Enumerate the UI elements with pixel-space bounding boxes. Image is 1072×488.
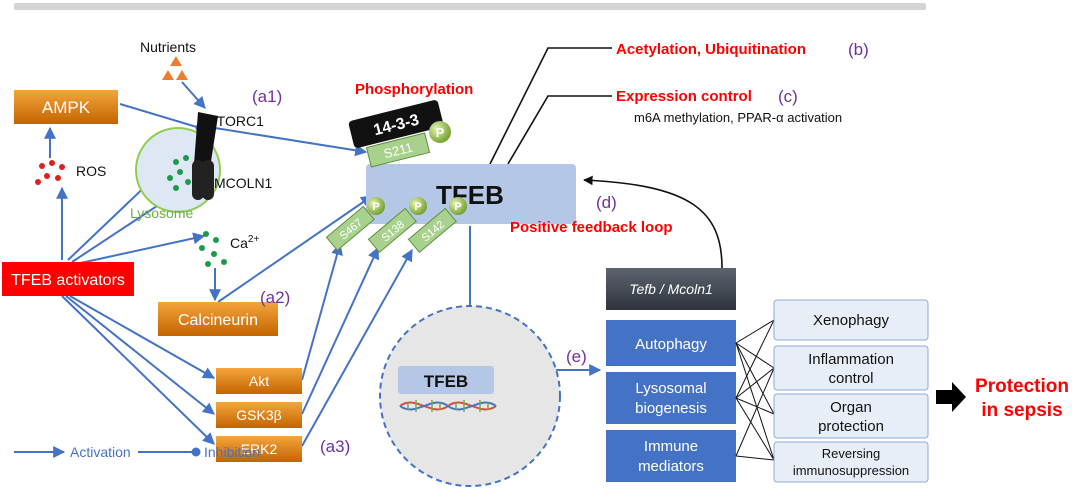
phosphate-s211 [429,121,451,143]
dna-helix [399,400,497,412]
tfeb-activators-label: TFEB activators [11,272,125,289]
calcineurin-label: Calcineurin [178,312,258,329]
tefb-mcoln1-label: Tefb / Mcoln1 [629,281,713,297]
mtorc1-label: mTORC1 [205,113,264,129]
lysosomal-biogenesis-line1: Lysosomal [635,380,706,397]
reversing-immunosuppression-line1: Reversing [822,446,881,461]
inflammation-control-line2: control [828,370,873,387]
erk2-box [216,436,302,462]
immune-mediators-line2: mediators [638,458,704,475]
phosphate-s142 [449,197,467,215]
protection-arrow [936,382,966,412]
xenophagy-box [773,299,929,341]
phosphate-s211-label: P [436,125,445,140]
mcoln1-channel-right [202,160,214,200]
mcoln1-label: MCOLN1 [214,175,273,191]
akt-label: Akt [249,373,269,389]
reversing-immunosuppression-box [773,441,929,483]
protection-line1: Protection [975,376,1069,397]
top-bar [14,3,926,10]
phosphorylation-label: Phosphorylation [355,81,473,98]
calcium-label: Ca2+ [230,234,259,251]
expression-control-label: Expression control [616,88,752,105]
tag-a1: (a1) [252,87,282,106]
organ-protection-line1: Organ [830,399,872,416]
tag-e: (e) [566,347,587,366]
immune-mediators-line1: Immune [644,438,698,455]
ampk-box [14,90,118,124]
autophagy-box [606,320,736,366]
calcium-dots [199,231,227,267]
tfeb-nucleus-label: TFEB [424,372,468,391]
legend-activation: Activation [70,444,131,460]
process-outcome-lines [735,319,775,461]
site-s467: S467 [325,205,375,252]
site-s211: S211 [365,132,431,168]
lysosomal-biogenesis-box [606,372,736,424]
phosphate-s467-label: P [372,201,379,213]
protection-line2: in sepsis [981,400,1062,421]
tag-d: (d) [596,193,617,212]
calcineurin-box [158,302,278,336]
acetylation-label: Acetylation, Ubiquitination [616,41,806,58]
mcoln1-channel-left [192,160,204,200]
inflammation-control-box [773,345,929,391]
autophagy-label: Autophagy [635,336,707,353]
xenophagy-label: Xenophagy [813,312,889,329]
ros-icon [35,160,65,185]
tag-c: (c) [778,87,798,106]
positive-feedback-label: Positive feedback loop [510,219,673,236]
phosphate-s467 [367,197,385,215]
tefb-mcoln1-box [606,268,736,310]
tag-b: (b) [848,40,869,59]
nutrients-label: Nutrients [140,39,196,55]
akt-box [216,368,302,394]
phosphate-s138-label: P [414,201,421,213]
ampk-label: AMPK [42,98,91,117]
organ-protection-line2: protection [818,418,884,435]
tfeb-main-label: TFEB [436,180,504,210]
mtorc1-shape [194,112,218,168]
phosphate-s138 [409,197,427,215]
lysosome-label: Lysosome [130,205,194,221]
gsk3b-box [216,402,302,428]
nucleus [379,305,561,487]
tag-a2: (a2) [260,288,290,307]
nutrients-icon [162,56,188,80]
inflammation-control-line1: Inflammation [808,351,894,368]
ros-label: ROS [76,163,106,179]
tag-a3: (a3) [320,437,350,456]
organ-protection-box [773,393,929,439]
legend-inhibition: Inhibition [204,444,260,460]
site-s211-label: S211 [382,140,414,162]
gsk3b-label: GSK3β [236,407,281,423]
erk2-label: ERK2 [241,441,278,457]
immune-mediators-box [606,430,736,482]
phosphate-s142-label: P [454,201,461,213]
m6a-label: m6A methylation, PPAR-α activation [634,110,842,125]
lysosomal-biogenesis-line2: biogenesis [635,400,707,417]
tfeb-nucleus-box [398,366,494,394]
tfeb-activators-box [2,262,134,296]
lysosome-calcium-dots [167,155,191,191]
reversing-immunosuppression-line2: immunosuppression [793,463,909,478]
